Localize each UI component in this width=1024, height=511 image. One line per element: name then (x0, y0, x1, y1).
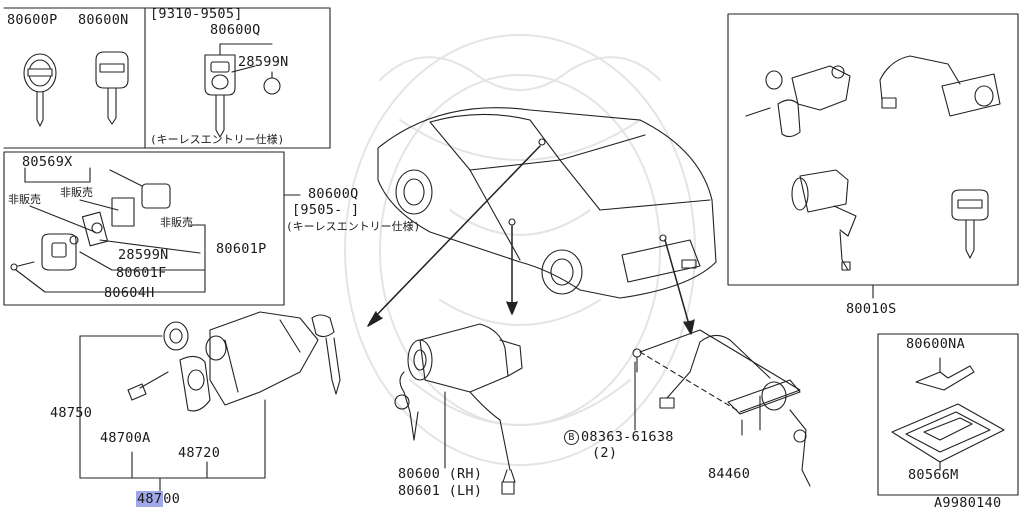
date-range-label-2: [9505- ] (292, 202, 360, 218)
blank-key-box (877, 333, 1019, 496)
blank-key-card-80566m-icon (891, 403, 1005, 471)
part-80601p-label: 80601P (216, 241, 267, 257)
key-80600n-icon (95, 51, 129, 125)
part-48750-label: 48750 (50, 405, 93, 421)
part-80600na-label: 80600NA (906, 336, 965, 352)
ignition-lock-assembly (127, 311, 341, 412)
watermark-emblem (344, 34, 696, 466)
bolt-qty-label: (2) (592, 445, 618, 461)
date-range-label: [9310-9505] (150, 6, 243, 22)
remote-transmitter-icon (10, 169, 171, 271)
set-ignition-icon (745, 65, 851, 138)
bolt-b-marker: B (564, 430, 579, 445)
part-48700-label[interactable]: 48700 (136, 491, 181, 507)
set-box (727, 13, 1019, 299)
part-80600p-label: 80600P (7, 12, 58, 28)
part-80600n-label: 80600N (78, 12, 129, 28)
part-28599n-label: 28599N (238, 54, 289, 70)
keyless-box (3, 151, 301, 306)
part-80010s-label: 80010S (846, 301, 897, 317)
part-80600q-label-2: 80600Q (308, 186, 359, 202)
part-84460-label: 84460 (708, 466, 751, 482)
set-key-icon (951, 189, 989, 259)
figure-id-label: A9980140 (934, 495, 1002, 511)
part-48700-highlight: 487 (136, 491, 164, 507)
part-48700a-label: 48700A (100, 430, 151, 446)
set-trunk-icon (879, 55, 1001, 117)
part-80569x-label: 80569X (22, 154, 73, 170)
car-illustration (377, 107, 717, 299)
part-80566m-label: 80566M (908, 467, 959, 483)
part-80600q-label: 80600Q (210, 22, 261, 38)
not-sold-label-3: 非販売 (160, 216, 193, 229)
part-80601f-label: 80601F (116, 265, 167, 281)
keyless-key-80600q-icon (204, 54, 236, 138)
leader-80600q (219, 43, 273, 56)
key-80600p-icon (23, 53, 57, 127)
callout-arrows (367, 145, 695, 335)
keyless-note-label: (キーレスエントリー仕様) (150, 133, 285, 146)
blank-key-80600na-icon (915, 357, 975, 391)
door-lock-cylinder (394, 323, 523, 495)
part-80604h-label: 80604H (104, 285, 155, 301)
part-80600-rh-label: 80600 (RH) (398, 466, 483, 482)
ignition-bracket (79, 335, 266, 496)
keyless-leaders (15, 167, 206, 293)
part-28599n-label-2: 28599N (118, 247, 169, 263)
part-48720-label: 48720 (178, 445, 221, 461)
part-80601-lh-label: 80601 (LH) (398, 483, 483, 499)
trunk-lock-assembly (632, 329, 811, 487)
key-box (3, 7, 331, 149)
set-door-icon (791, 169, 857, 271)
battery-28599n-icon (231, 65, 281, 95)
not-sold-label-2: 非販売 (60, 186, 93, 199)
keyless-note-label-2: (キーレスエントリー仕様) (286, 220, 421, 233)
not-sold-label-1: 非販売 (8, 193, 41, 206)
